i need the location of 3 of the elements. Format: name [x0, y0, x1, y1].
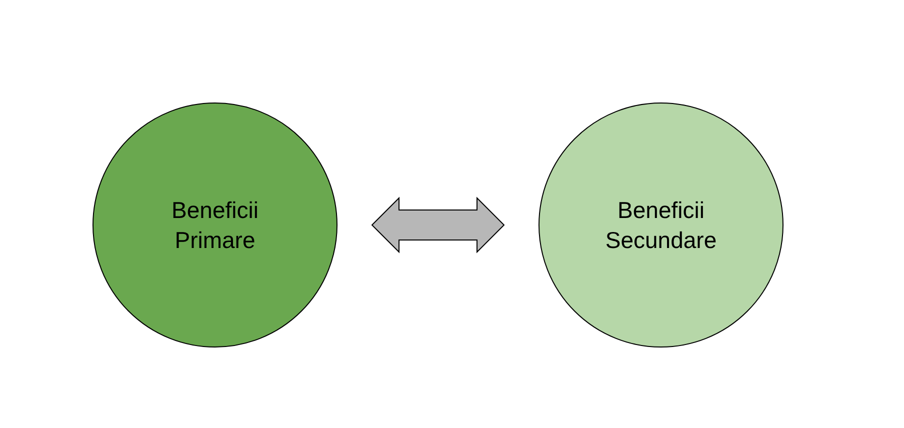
node-label: Beneficii Secundare	[604, 196, 718, 255]
double-arrow	[371, 196, 505, 254]
node-label: Beneficii Primare	[170, 196, 260, 255]
